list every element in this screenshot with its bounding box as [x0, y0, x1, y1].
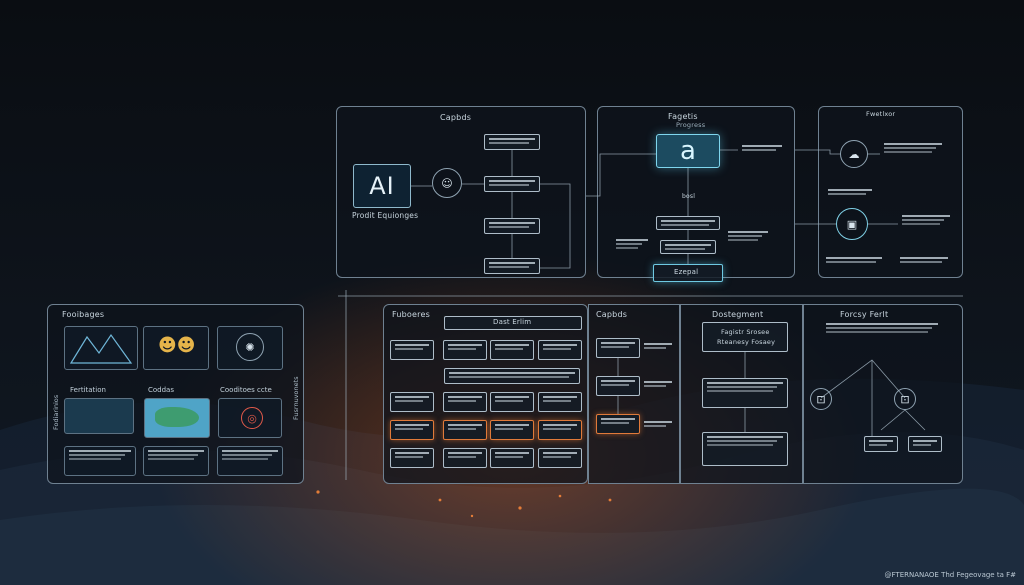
- tile-list[interactable]: [64, 446, 136, 476]
- side-label-right: Fusrnuvonets: [292, 376, 300, 420]
- flow-node[interactable]: [490, 448, 534, 468]
- flow-node[interactable]: [484, 258, 540, 274]
- flow-node[interactable]: [898, 212, 954, 236]
- tile-map[interactable]: [144, 398, 210, 438]
- flow-node[interactable]: [596, 338, 640, 358]
- tile-progress[interactable]: [64, 398, 134, 434]
- a-label: a: [680, 136, 696, 166]
- panel-top-right-title: Fwetlxor: [866, 110, 896, 118]
- flow-node[interactable]: [538, 420, 582, 440]
- panel-left-title: Fooibages: [62, 310, 105, 319]
- flow-node[interactable]: [640, 378, 676, 394]
- tile-list[interactable]: [143, 446, 209, 476]
- flow-node[interactable]: [390, 420, 434, 440]
- panel-top-middle-subtitle: Progress: [676, 121, 706, 129]
- flow-node[interactable]: [596, 376, 640, 396]
- network-icon: ✺: [236, 333, 264, 361]
- tile-mountain[interactable]: [64, 326, 138, 370]
- flow-node[interactable]: [660, 240, 716, 254]
- panel-bottom-right-title: Forcsy Ferlt: [840, 310, 889, 319]
- side-label-left: Fodiarinios: [52, 394, 60, 430]
- dev-top-box-label: Fagistr Srosee: [721, 328, 770, 336]
- header-box-label: Dast Erlim: [493, 318, 532, 326]
- panel-top-left-title: Capbds: [440, 113, 472, 122]
- ai-caption: Prodit Equionges: [352, 211, 419, 220]
- mountain-icon: [69, 333, 133, 364]
- lock-icon[interactable]: ▣: [836, 208, 868, 240]
- flow-node[interactable]: [390, 340, 434, 360]
- flow-node[interactable]: [444, 368, 580, 384]
- cloud-icon[interactable]: ☁: [840, 140, 868, 168]
- signature: @FTERNANAOE Thd Fegeovage ta F#: [884, 571, 1016, 579]
- panel-top-right: [818, 106, 963, 278]
- target-icon: ◎: [241, 407, 263, 429]
- ai-box[interactable]: AI: [353, 164, 411, 208]
- tile-label: Coddas: [148, 386, 174, 394]
- flow-node[interactable]: [390, 392, 434, 412]
- flow-node[interactable]: [484, 134, 540, 150]
- tile-label: Fertitation: [70, 386, 106, 394]
- dev-top-box[interactable]: Fagistr Srosee Rteanesy Fosaey: [702, 322, 788, 352]
- a-box[interactable]: a: [656, 134, 720, 168]
- flow-node[interactable]: [656, 216, 720, 230]
- flow-node[interactable]: [640, 418, 676, 434]
- flow-node[interactable]: [596, 414, 640, 434]
- panel-bottom-dev-title: Dostegment: [712, 310, 764, 319]
- header-box[interactable]: Dast Erlim: [444, 316, 582, 330]
- dev-top-box-label-2: Rteanesy Fosaey: [717, 338, 776, 346]
- flow-node[interactable]: [702, 378, 788, 408]
- flow-node[interactable]: [908, 436, 942, 452]
- panel-bottom-center-title: Fuboeres: [392, 310, 430, 319]
- flow-node[interactable]: [490, 420, 534, 440]
- ai-label: AI: [369, 172, 395, 200]
- flow-node[interactable]: [443, 420, 487, 440]
- flow-node[interactable]: [443, 340, 487, 360]
- tag-label: Ezepal: [674, 268, 699, 276]
- profile-icon[interactable]: ☺: [432, 168, 462, 198]
- flow-node[interactable]: [822, 254, 886, 270]
- flow-node[interactable]: [724, 228, 772, 252]
- flow-node[interactable]: [443, 448, 487, 468]
- flow-node[interactable]: [538, 392, 582, 412]
- flow-node[interactable]: [612, 236, 652, 256]
- flow-node[interactable]: [490, 392, 534, 412]
- lock-icon[interactable]: ⊡: [894, 388, 916, 410]
- flow-node[interactable]: [824, 186, 876, 198]
- flow-node[interactable]: [822, 320, 942, 352]
- flow-node[interactable]: [702, 432, 788, 466]
- flow-node[interactable]: [443, 392, 487, 412]
- map-icon: [155, 407, 199, 427]
- panel-top-middle-title: Fagetis: [668, 112, 698, 121]
- tile-label: Cooditoes ccte: [220, 386, 272, 394]
- a-under-label: bosl: [682, 193, 696, 200]
- flow-node[interactable]: [880, 140, 946, 164]
- flow-node[interactable]: [896, 254, 952, 270]
- tile-target[interactable]: ◎: [218, 398, 282, 438]
- flow-node[interactable]: [484, 218, 540, 234]
- flow-node[interactable]: [390, 448, 434, 468]
- flow-node[interactable]: [538, 340, 582, 360]
- tag-box[interactable]: Ezepal: [653, 264, 723, 282]
- tile-list[interactable]: [217, 446, 283, 476]
- tile-network[interactable]: ✺: [217, 326, 283, 370]
- users-icon: ☻☻: [158, 335, 196, 356]
- flow-node[interactable]: [738, 142, 786, 156]
- tile-users[interactable]: ☻☻: [143, 326, 209, 370]
- panel-bottom-capbds-title: Capbds: [596, 310, 628, 319]
- flow-node[interactable]: [490, 340, 534, 360]
- flow-node[interactable]: [640, 340, 676, 356]
- cart-icon[interactable]: ⊡: [810, 388, 832, 410]
- flow-node[interactable]: [538, 448, 582, 468]
- flow-node[interactable]: [484, 176, 540, 192]
- flow-node[interactable]: [864, 436, 898, 452]
